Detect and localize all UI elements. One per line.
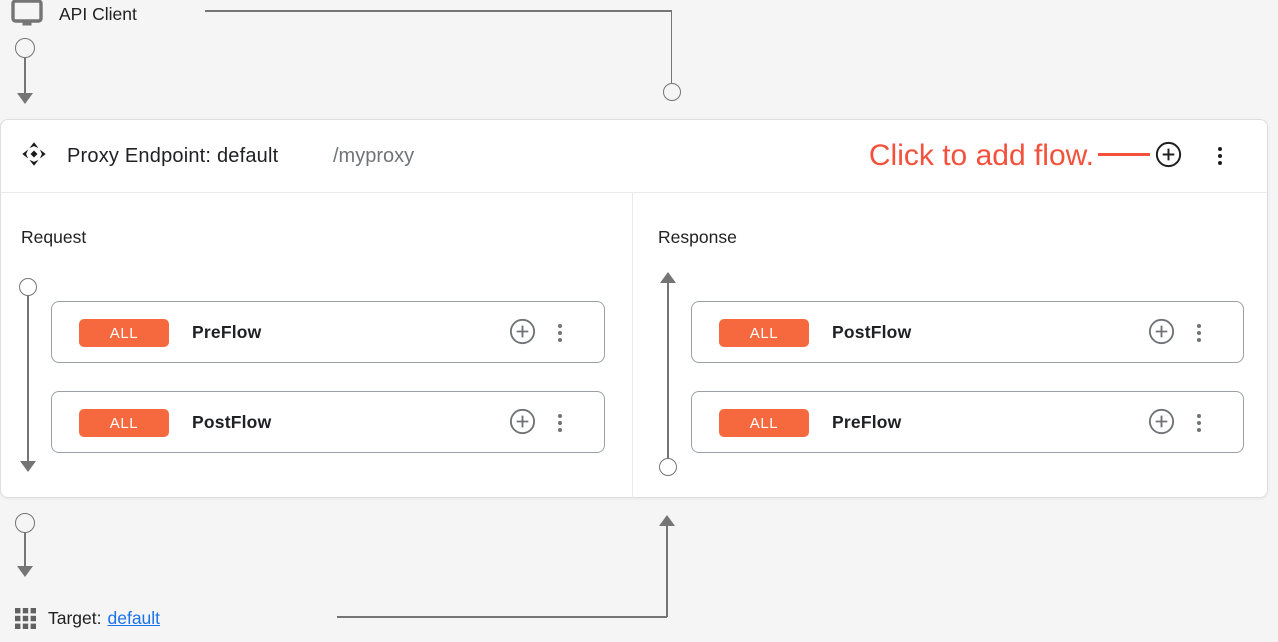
flow-more-options-button[interactable] (1190, 412, 1208, 434)
api-client-out-node (15, 38, 35, 58)
plus-circle-icon (1148, 408, 1175, 438)
plus-circle-icon (1155, 141, 1182, 171)
plus-circle-icon (509, 408, 536, 438)
flow-more-options-button[interactable] (1190, 322, 1208, 344)
target-return-line-horizontal (337, 616, 667, 618)
proxy-endpoint-card: Proxy Endpoint: default /myproxy Click t… (0, 119, 1268, 498)
plus-circle-icon (1148, 318, 1175, 348)
add-policy-button[interactable] (508, 408, 536, 438)
condition-badge: ALL (719, 409, 809, 437)
condition-badge: ALL (79, 409, 169, 437)
proxy-to-target-arrow (17, 566, 33, 577)
target-default-link[interactable]: default (107, 608, 161, 628)
response-flow-line (667, 283, 669, 458)
response-postflow-card[interactable]: ALL PostFlow (691, 301, 1244, 363)
target-label: Target: (48, 608, 102, 628)
api-client-down-arrow (17, 93, 33, 104)
request-panel-label: Request (21, 227, 87, 247)
response-flow-start-node (659, 458, 677, 476)
monitor-icon (11, 0, 43, 33)
kebab-menu-icon (1217, 146, 1223, 166)
response-preflow-card[interactable]: ALL PreFlow (691, 391, 1244, 453)
kebab-menu-icon (1196, 323, 1202, 343)
request-flow-arrow (20, 461, 36, 472)
plus-circle-icon (509, 318, 536, 348)
endpoint-more-options-button[interactable] (1211, 145, 1229, 167)
request-postflow-card[interactable]: ALL PostFlow (51, 391, 605, 453)
response-panel-label: Response (658, 227, 737, 247)
condition-badge: ALL (719, 319, 809, 347)
api-client-label: API Client (59, 4, 137, 24)
request-flow-line (27, 296, 29, 461)
proxy-out-node (15, 513, 35, 533)
add-policy-button[interactable] (1147, 408, 1175, 438)
api-client-connector-line-vertical (670, 10, 673, 83)
flow-name: PostFlow (832, 321, 912, 342)
target-return-line-vertical (666, 526, 668, 617)
condition-badge: ALL (79, 319, 169, 347)
flow-more-options-button[interactable] (551, 412, 569, 434)
target-row: Target: default (15, 608, 160, 629)
add-policy-button[interactable] (508, 318, 536, 348)
request-preflow-card[interactable]: ALL PreFlow (51, 301, 605, 363)
target-to-response-arrow (659, 515, 675, 526)
flow-more-options-button[interactable] (551, 322, 569, 344)
api-client-down-line (24, 58, 26, 93)
add-flow-annotation: Click to add flow. (868, 139, 1094, 172)
flow-name: PostFlow (192, 411, 272, 432)
response-flow-arrow (660, 272, 676, 283)
target-grid-icon (15, 608, 36, 629)
add-flow-button[interactable] (1154, 141, 1182, 171)
api-client-connector-line (205, 10, 672, 12)
kebab-menu-icon (1196, 413, 1202, 433)
proxy-endpoint-title: Proxy Endpoint: default (67, 145, 279, 167)
header-divider (1, 192, 1267, 193)
request-flow-start-node (19, 278, 37, 296)
request-entry-node (663, 83, 681, 101)
request-response-divider (632, 193, 633, 498)
add-policy-button[interactable] (1147, 318, 1175, 348)
add-flow-annotation-dash (1098, 153, 1150, 156)
proxy-endpoint-path: /myproxy (333, 145, 415, 167)
proxy-endpoint-header: Proxy Endpoint: default /myproxy Click t… (1, 120, 1267, 192)
kebab-menu-icon (557, 413, 563, 433)
proxy-endpoint-icon (21, 141, 47, 172)
kebab-menu-icon (557, 323, 563, 343)
flow-name: PreFlow (832, 411, 902, 432)
proxy-to-target-line (24, 533, 26, 567)
flow-name: PreFlow (192, 321, 262, 342)
